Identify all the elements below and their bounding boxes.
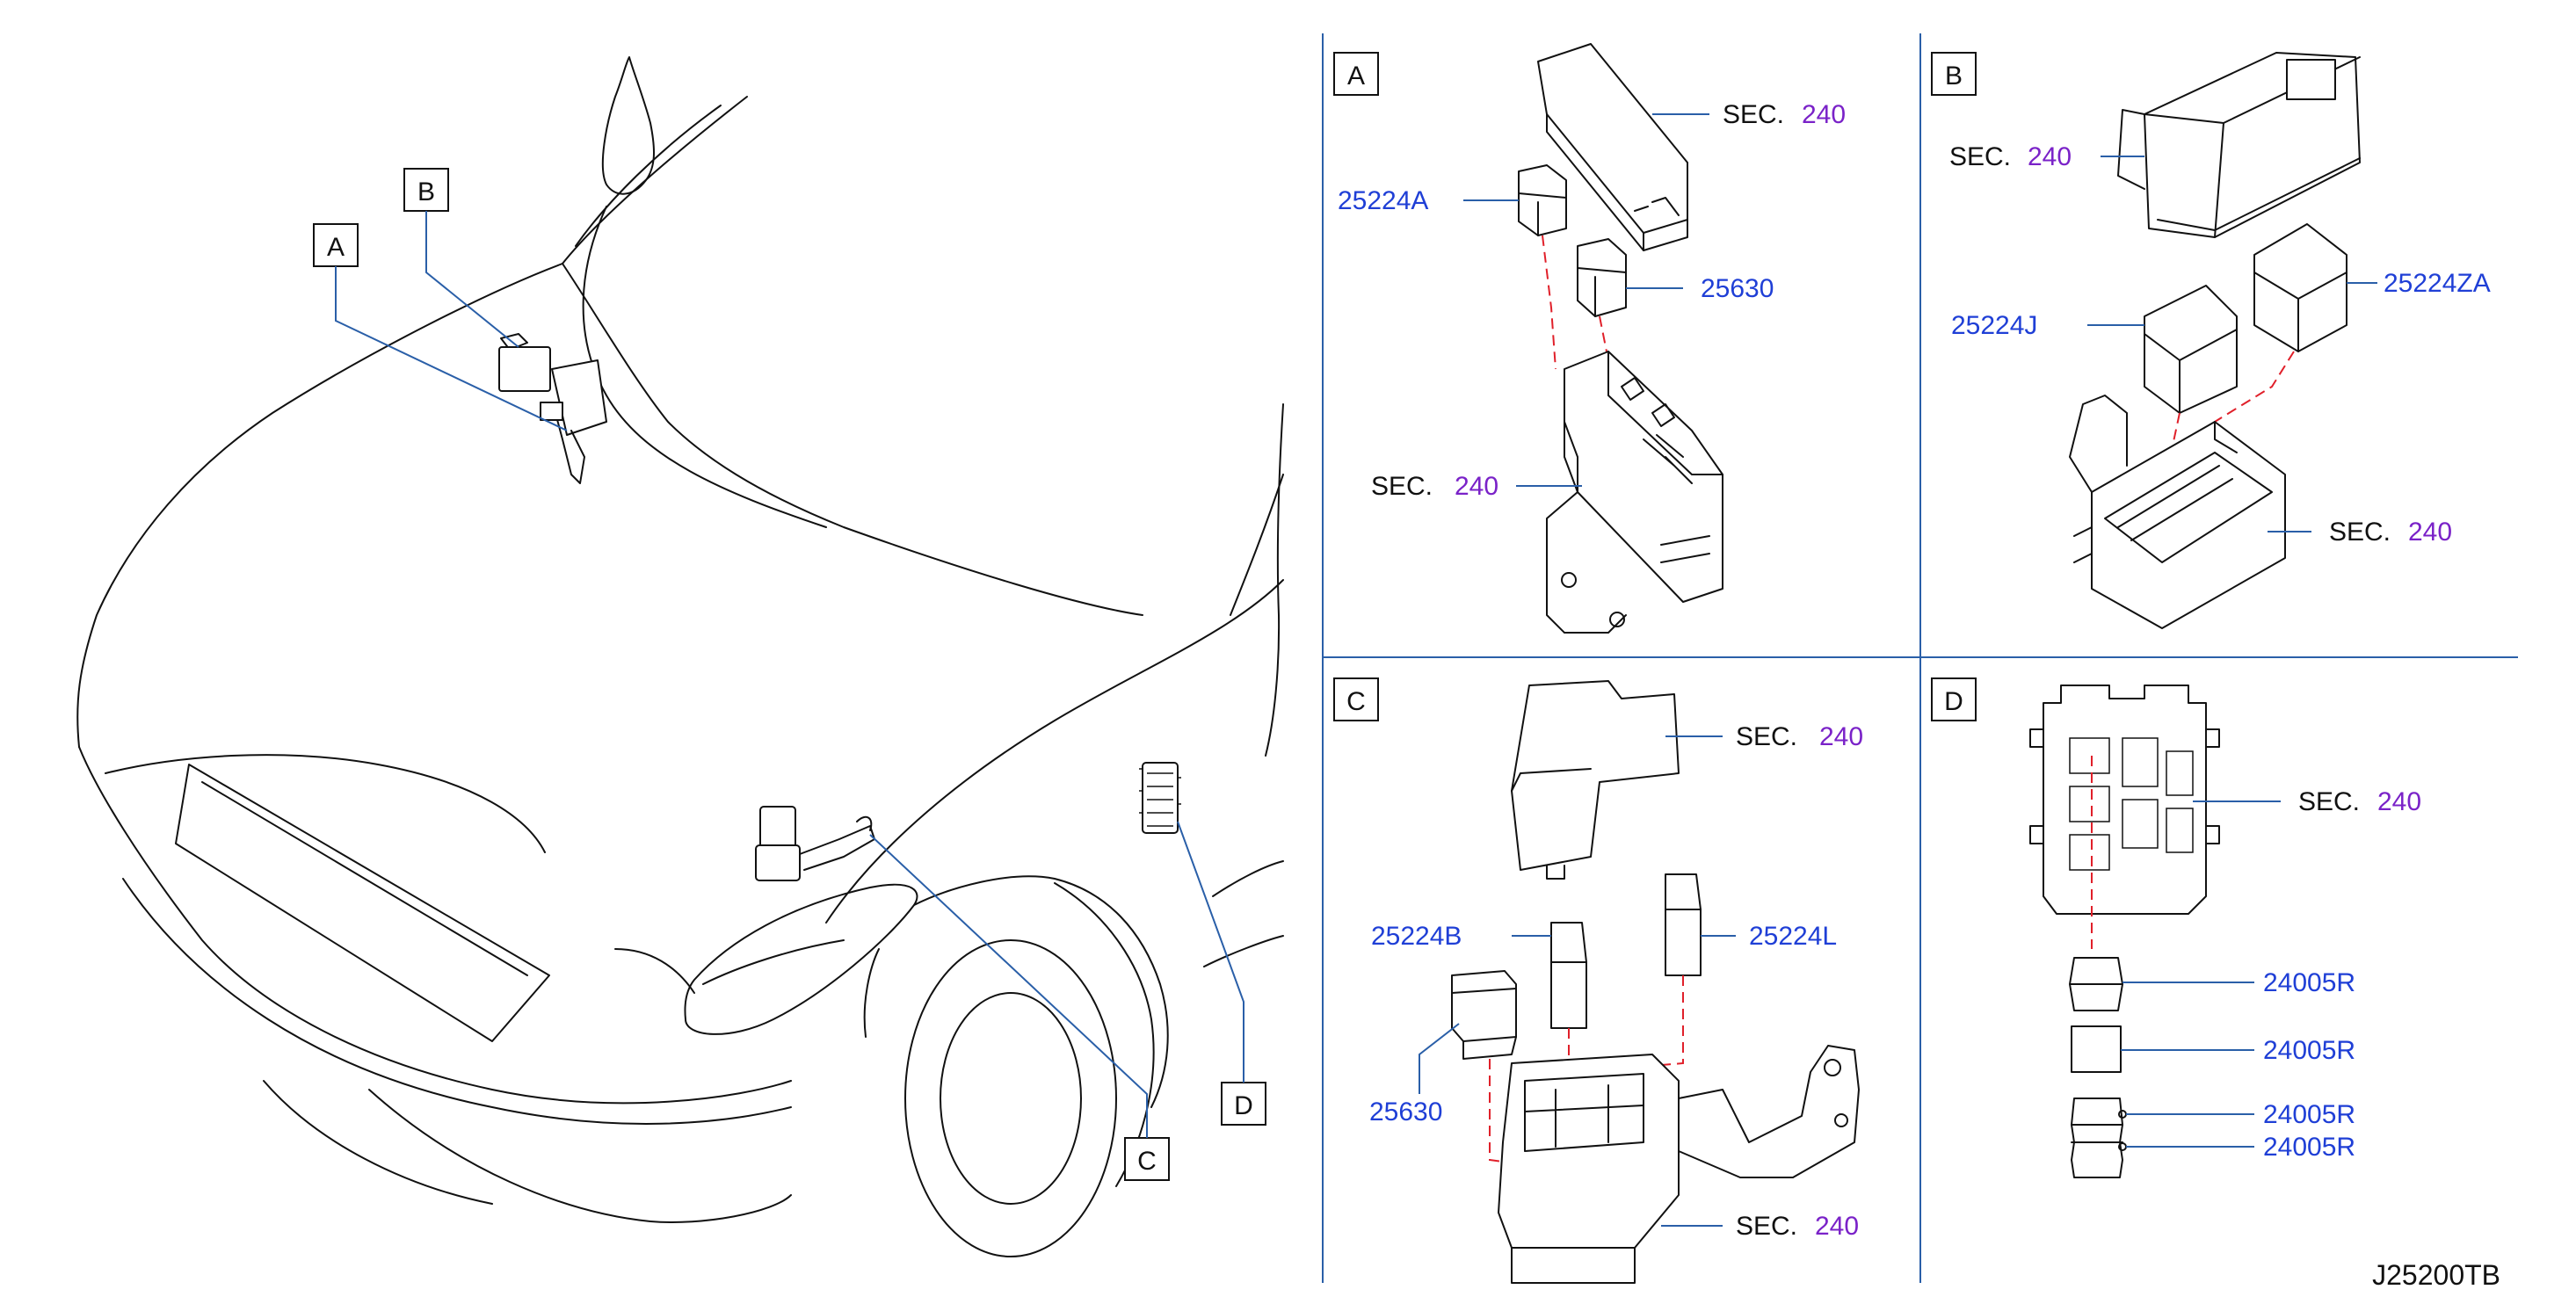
panel-frame	[1322, 33, 2518, 1283]
panel-C: C SEC. 240 25224B 25224L 25630	[1333, 677, 1863, 1284]
part-25224L: 25224L	[1749, 922, 1837, 951]
part-24005R-1: 24005R	[2263, 968, 2355, 997]
panel-A-sec-lower-number: 240	[1455, 472, 1498, 501]
car-callouts: B A C D	[313, 168, 1266, 1181]
panel-D-sec-number: 240	[2377, 787, 2421, 816]
panel-B-sec-upper-number: 240	[2028, 142, 2072, 171]
panel-A-sec-upper-number: 240	[1802, 100, 1846, 129]
component-AB-on-car	[498, 333, 607, 484]
panel-B-tag: B	[1945, 62, 1963, 91]
callout-A: A	[327, 233, 345, 262]
panel-A-sec-upper-label: SEC.	[1723, 100, 1784, 129]
panel-D: D SEC. 240 24005R 24005R 24005R 24005	[1931, 677, 2421, 1178]
panel-A-tag: A	[1347, 62, 1365, 91]
part-25630-A: 25630	[1701, 274, 1774, 303]
panel-C-tag: C	[1346, 687, 1366, 716]
callout-B: B	[417, 177, 435, 206]
part-25224J: 25224J	[1951, 311, 2037, 340]
panel-B-sec-lower-number: 240	[2408, 518, 2452, 547]
panel-B-sec-upper-label: SEC.	[1949, 142, 2011, 171]
component-C-on-car	[755, 806, 875, 881]
part-24005R-3: 24005R	[2263, 1100, 2355, 1129]
drawing-id: J25200TB	[2372, 1259, 2500, 1291]
part-25630-C: 25630	[1369, 1098, 1442, 1127]
panel-D-tag: D	[1944, 687, 1963, 716]
panel-B-sec-lower-label: SEC.	[2329, 518, 2391, 547]
panel-D-sec-label: SEC.	[2298, 787, 2360, 816]
panel-B: B SEC. 240 25224J 25224ZA SEC. 240	[1931, 52, 2491, 629]
part-25224B: 25224B	[1371, 922, 1462, 951]
part-24005R-2: 24005R	[2263, 1036, 2355, 1065]
callout-C: C	[1137, 1147, 1157, 1176]
panel-C-sec-lower-label: SEC.	[1736, 1212, 1797, 1241]
part-24005R-4: 24005R	[2263, 1133, 2355, 1162]
panel-C-sec-lower-number: 240	[1815, 1212, 1859, 1241]
part-25224ZA: 25224ZA	[2384, 269, 2491, 298]
component-D-on-car	[1139, 762, 1181, 834]
part-25224A: 25224A	[1338, 186, 1428, 215]
panel-C-sec-upper-number: 240	[1819, 722, 1863, 751]
panel-A: A SEC. 240 25224A 25630 SEC. 24	[1333, 43, 1846, 634]
callout-D: D	[1234, 1091, 1253, 1120]
panel-C-sec-upper-label: SEC.	[1736, 722, 1797, 751]
car-illustration	[76, 56, 1284, 1257]
panel-A-sec-lower-label: SEC.	[1371, 472, 1433, 501]
